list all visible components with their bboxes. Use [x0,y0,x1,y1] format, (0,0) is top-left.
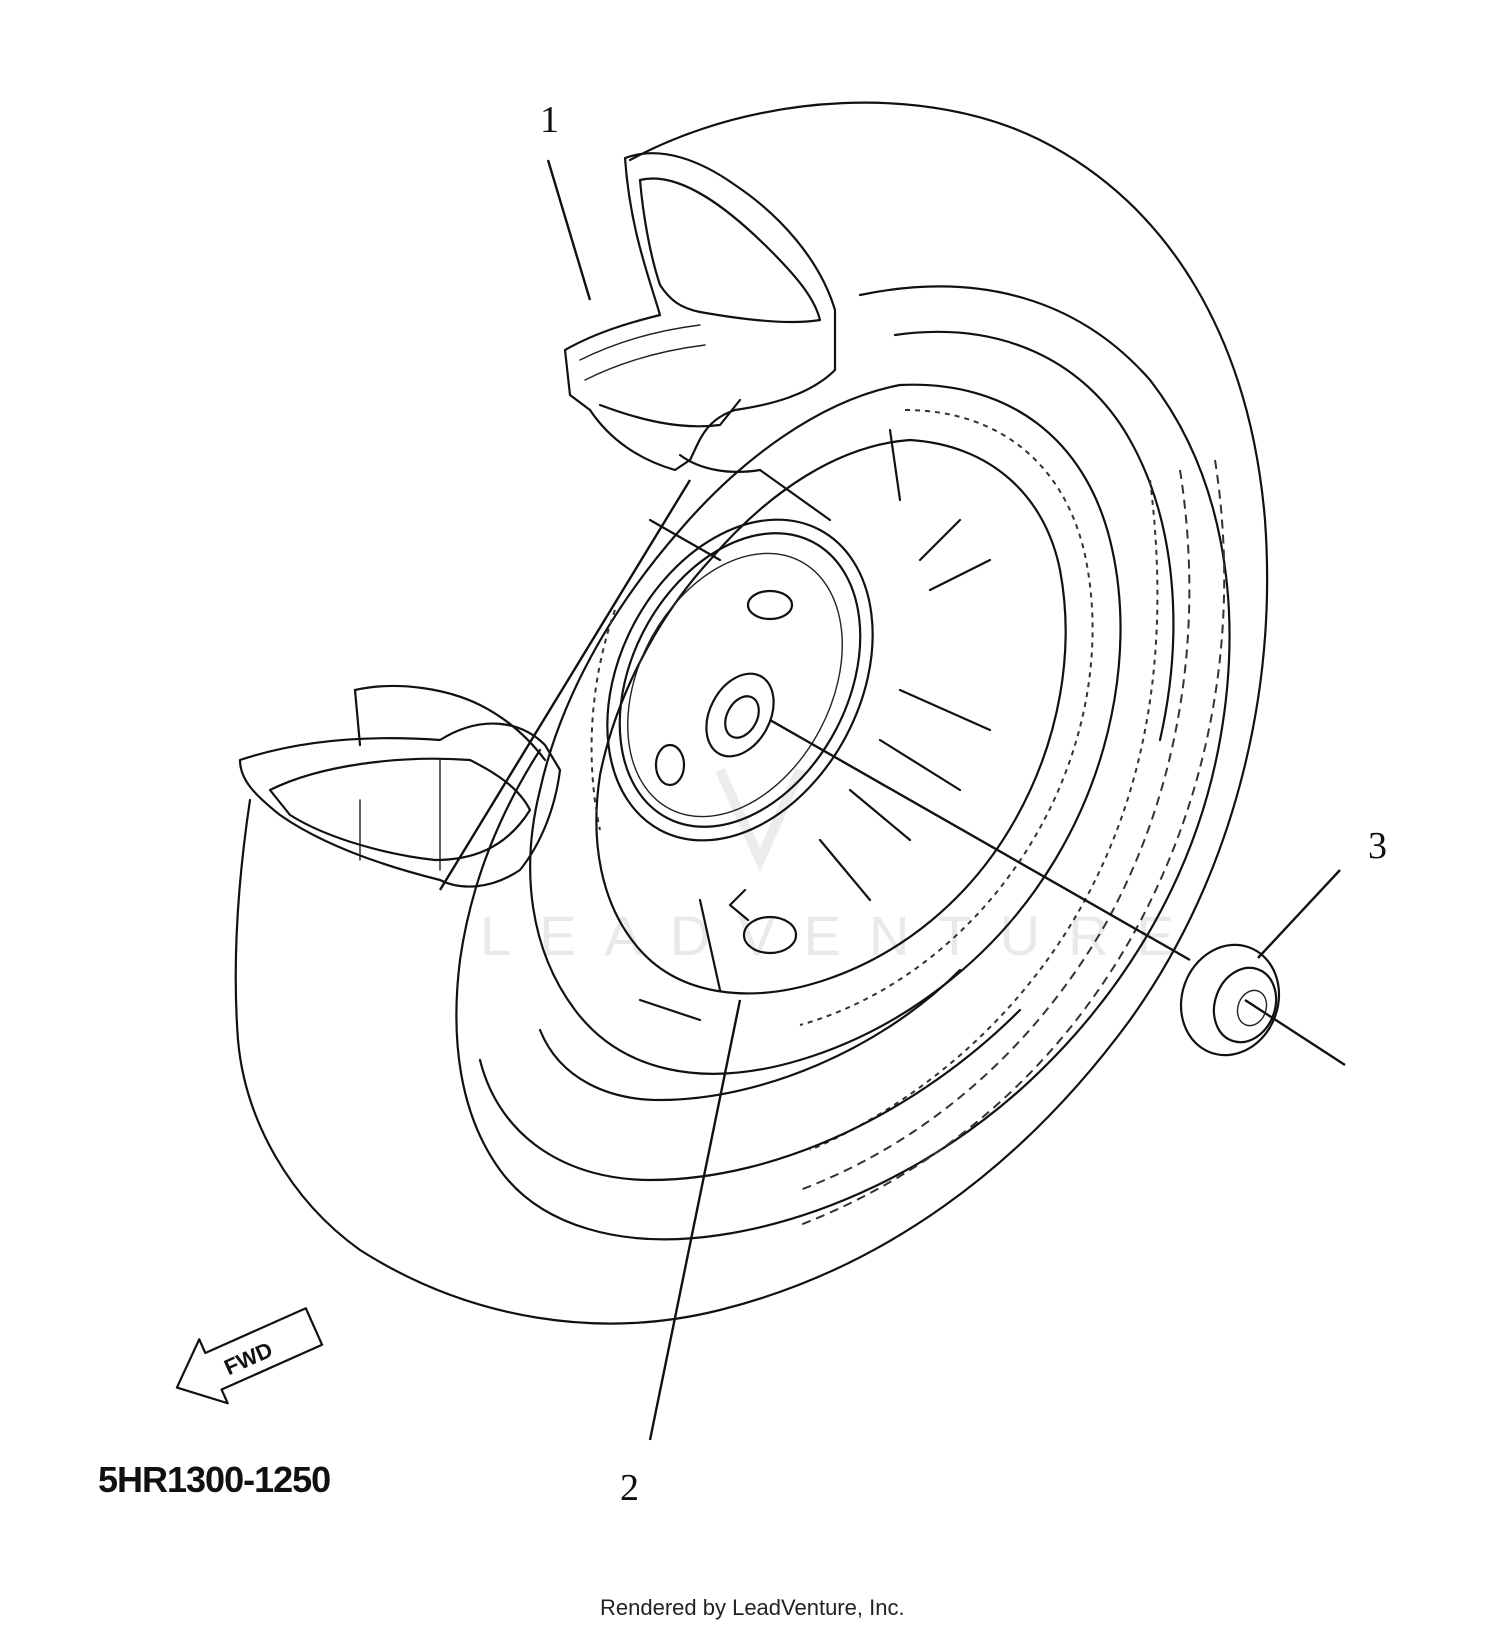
callout-3: 3 [1368,825,1387,867]
callout-1: 1 [540,99,559,141]
leader-lines [438,159,1346,1441]
mud-guard-top [563,152,837,473]
wheel-hub [590,428,992,1022]
washer-part-3 [1179,943,1281,1057]
watermark: LEADVENTURE [480,767,1202,967]
forward-arrow: FWD [175,1307,324,1405]
watermark-text: LEADVENTURE [480,904,1202,967]
diagram-part-code: 5HR1300-1250 [98,1459,330,1500]
mud-guard-bottom [238,684,562,888]
callout-2: 2 [620,1467,639,1509]
footer-credit: Rendered by LeadVenture, Inc. [600,1595,905,1620]
tire [234,101,1269,1325]
